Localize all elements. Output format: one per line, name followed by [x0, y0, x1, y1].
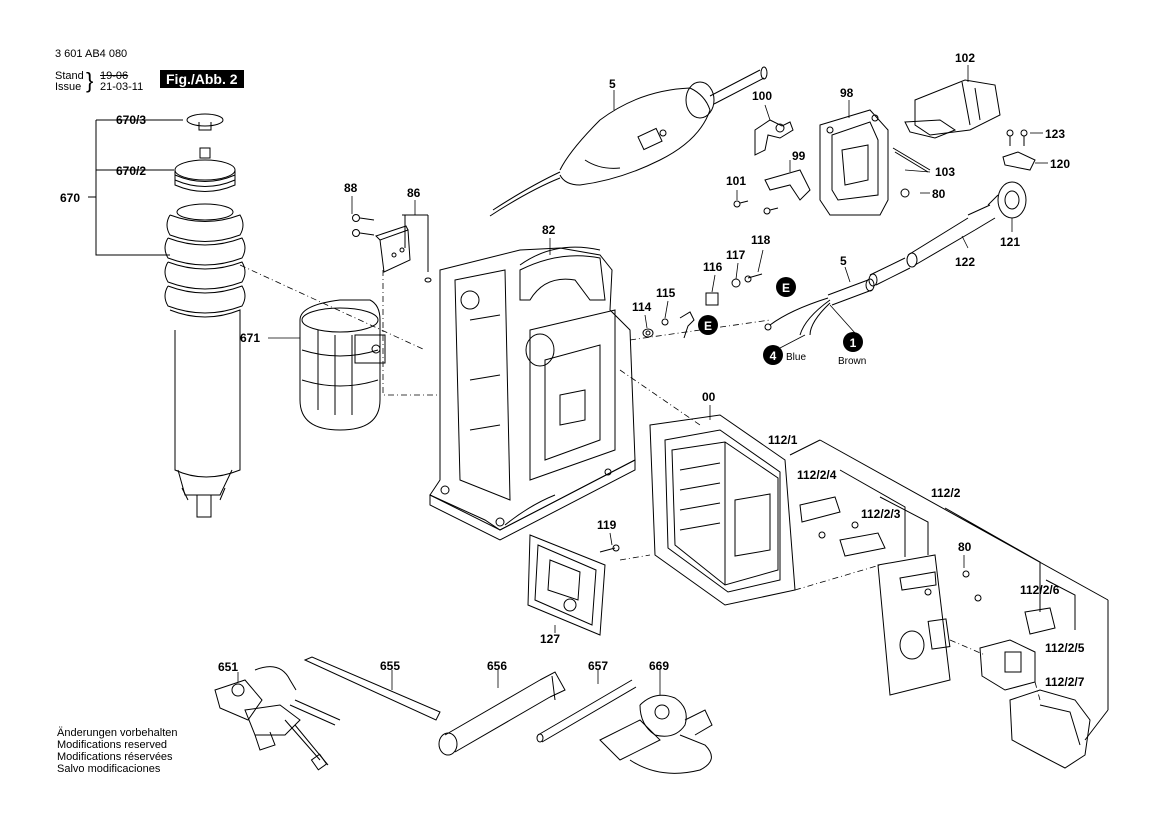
- clips-100-99: [733, 119, 811, 215]
- part-labels: 102 123 120 121 122 100 98 99 101 103 80…: [60, 51, 1085, 689]
- label-669: 669: [649, 659, 669, 673]
- switch-102-group: [868, 79, 1036, 287]
- tool-669: [599, 694, 713, 774]
- marker-E-top: E: [776, 277, 796, 297]
- label-656: 656: [487, 659, 507, 673]
- issue-date: 21-03-11: [100, 81, 144, 93]
- doc-number: 3 601 AB4 080: [55, 48, 128, 60]
- label-112-1: 112/1: [768, 433, 798, 447]
- housing-82: [429, 246, 636, 541]
- bracket-86: [352, 214, 432, 283]
- label-670-2: 670/2: [116, 164, 146, 178]
- label-112-2-7: 112/2/7: [1045, 675, 1085, 689]
- figure-tag: Fig./Abb. 2: [160, 70, 244, 88]
- label-671: 671: [240, 331, 260, 345]
- stand-date-old: 19-06: [100, 70, 129, 82]
- label-102: 102: [955, 51, 975, 65]
- label-651: 651: [218, 660, 238, 674]
- switch-assembly-112: [789, 439, 1109, 769]
- wire-label-blue: Blue: [786, 352, 806, 363]
- label-112-2-4: 112/2/4: [797, 468, 837, 482]
- tool-655: [303, 656, 441, 721]
- note-line: Salvo modificaciones: [57, 763, 161, 775]
- brace: }: [86, 68, 94, 93]
- label-657: 657: [588, 659, 608, 673]
- label-112-2: 112/2: [931, 486, 961, 500]
- tool-656: [438, 671, 566, 756]
- label-5-top: 5: [609, 77, 616, 91]
- cable-end-5: [764, 278, 875, 336]
- svg-text:E: E: [782, 281, 790, 295]
- tool-657: [536, 679, 637, 743]
- stand-label: Stand: [55, 70, 84, 82]
- svg-text:E: E: [704, 319, 712, 333]
- small-parts-114-118: [642, 273, 763, 339]
- cover-98: [819, 109, 889, 216]
- label-80-bottom: 80: [958, 540, 972, 554]
- cable-switch-5: [489, 66, 768, 217]
- note-line: Änderungen vorbehalten: [57, 727, 178, 739]
- note-line: Modifications réservées: [57, 751, 173, 763]
- marker-1-brown: 1: [843, 332, 863, 352]
- label-670: 670: [60, 191, 80, 205]
- label-101: 101: [726, 174, 746, 188]
- label-116: 116: [703, 260, 723, 274]
- wire-label-brown: Brown: [838, 356, 866, 367]
- label-103: 103: [935, 165, 955, 179]
- label-80-top: 80: [932, 187, 946, 201]
- label-5-cable: 5: [840, 254, 847, 268]
- label-112-2-5: 112/2/5: [1045, 641, 1085, 655]
- label-120: 120: [1050, 157, 1070, 171]
- label-88: 88: [344, 181, 358, 195]
- cartridge-assembly-670: [164, 113, 246, 518]
- label-100: 100: [752, 89, 772, 103]
- label-122: 122: [955, 255, 975, 269]
- svg-text:1: 1: [850, 336, 857, 350]
- label-117: 117: [726, 248, 746, 262]
- label-112-2-3: 112/2/3: [861, 507, 901, 521]
- marker-4-blue: 4: [763, 345, 783, 365]
- marker-E-bottom: E: [698, 315, 718, 335]
- label-119: 119: [597, 518, 617, 532]
- label-127: 127: [540, 632, 560, 646]
- leader-lines: [237, 65, 1048, 695]
- issue-label: Issue: [55, 81, 82, 93]
- label-98: 98: [840, 86, 854, 100]
- label-123: 123: [1045, 127, 1065, 141]
- label-99: 99: [792, 149, 806, 163]
- label-670-3: 670/3: [116, 113, 146, 127]
- label-86: 86: [407, 186, 421, 200]
- label-121: 121: [1000, 235, 1020, 249]
- tool-651: [214, 666, 341, 771]
- label-00: 00: [702, 390, 716, 404]
- note-line: Modifications reserved: [57, 739, 168, 751]
- label-82: 82: [542, 223, 556, 237]
- label-114: 114: [632, 300, 652, 314]
- footer-notes: Änderungen vorbehalten Modifications res…: [57, 727, 177, 775]
- svg-text:4: 4: [770, 349, 777, 363]
- plate-127: [527, 534, 620, 636]
- label-655: 655: [380, 659, 400, 673]
- label-118: 118: [751, 233, 771, 247]
- label-115: 115: [656, 286, 676, 300]
- label-112-2-6: 112/2/6: [1020, 583, 1060, 597]
- holder-671: [299, 299, 386, 431]
